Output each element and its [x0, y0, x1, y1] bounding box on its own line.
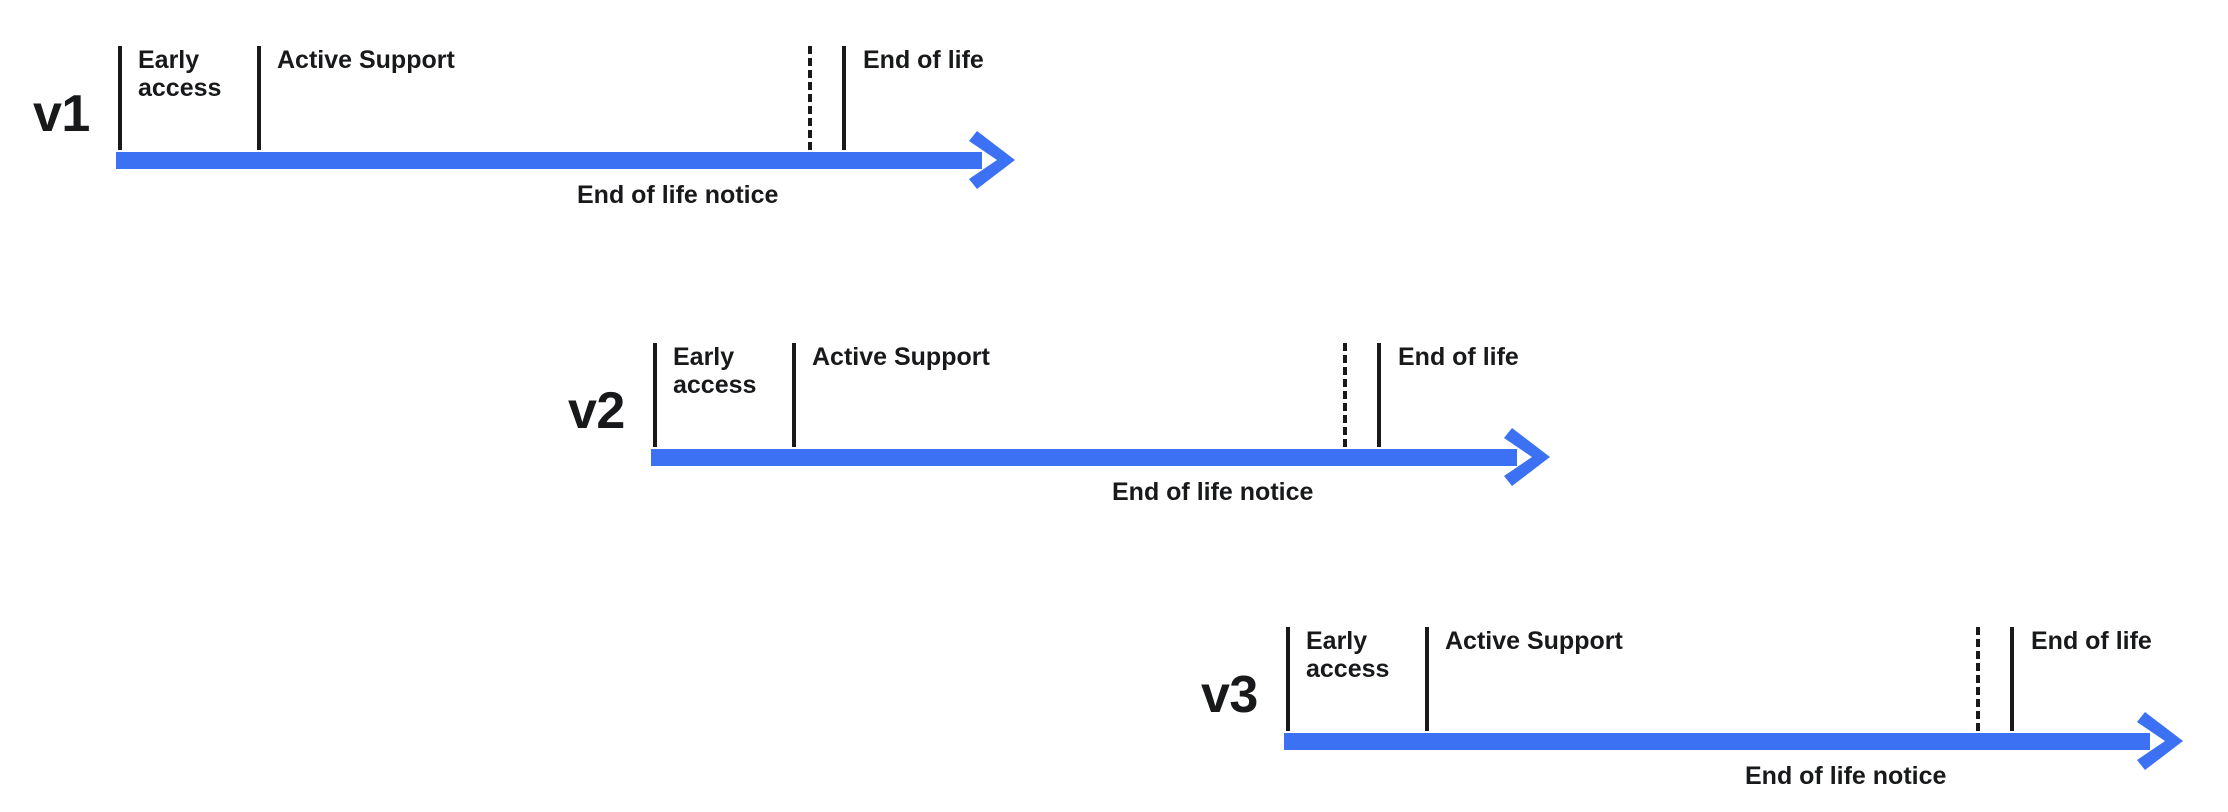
phase-divider-end-of-life-start-v1 [842, 46, 846, 150]
phase-divider-active-support-start-v1 [257, 46, 261, 150]
version-label-v1: v1 [33, 85, 90, 143]
phase-label-early-access-v1: Early access [138, 46, 222, 102]
phase-divider-early-access-start-v3 [1286, 627, 1290, 731]
timeline-arrow-icon-v2 [1504, 426, 1558, 488]
end-of-life-notice-label-v2: End of life notice [1112, 478, 1314, 506]
phase-divider-early-access-start-v2 [653, 343, 657, 447]
end-of-life-notice-marker-v1 [808, 46, 812, 150]
phase-divider-end-of-life-start-v3 [2010, 627, 2014, 731]
phase-label-early-access-v2: Early access [673, 343, 757, 399]
lifecycle-bar-v2 [651, 449, 1517, 466]
end-of-life-notice-marker-v2 [1343, 343, 1347, 447]
phase-label-active-support-v1: Active Support [277, 46, 455, 74]
version-label-v2: v2 [568, 382, 625, 440]
end-of-life-notice-label-v1: End of life notice [577, 181, 779, 209]
timeline-arrow-icon-v3 [2137, 710, 2191, 772]
phase-divider-active-support-start-v2 [792, 343, 796, 447]
phase-label-end-of-life-v1: End of life [863, 46, 984, 74]
phase-label-end-of-life-v2: End of life [1398, 343, 1519, 371]
lifecycle-bar-v1 [116, 152, 982, 169]
lifecycle-bar-v3 [1284, 733, 2150, 750]
phase-divider-early-access-start-v1 [118, 46, 122, 150]
end-of-life-notice-label-v3: End of life notice [1745, 762, 1947, 790]
phase-divider-end-of-life-start-v2 [1377, 343, 1381, 447]
end-of-life-notice-marker-v3 [1976, 627, 1980, 731]
phase-label-end-of-life-v3: End of life [2031, 627, 2152, 655]
timeline-row-v2: v2 Early access Active Support End of li… [568, 333, 1568, 533]
phase-label-active-support-v3: Active Support [1445, 627, 1623, 655]
timeline-row-v1: v1 Early access Active Support End of li… [33, 36, 1033, 236]
phase-label-active-support-v2: Active Support [812, 343, 990, 371]
phase-label-early-access-v3: Early access [1306, 627, 1390, 683]
version-label-v3: v3 [1201, 666, 1258, 724]
timeline-arrow-icon-v1 [969, 129, 1023, 191]
timeline-row-v3: v3 Early access Active Support End of li… [1201, 617, 2201, 812]
phase-divider-active-support-start-v3 [1425, 627, 1429, 731]
